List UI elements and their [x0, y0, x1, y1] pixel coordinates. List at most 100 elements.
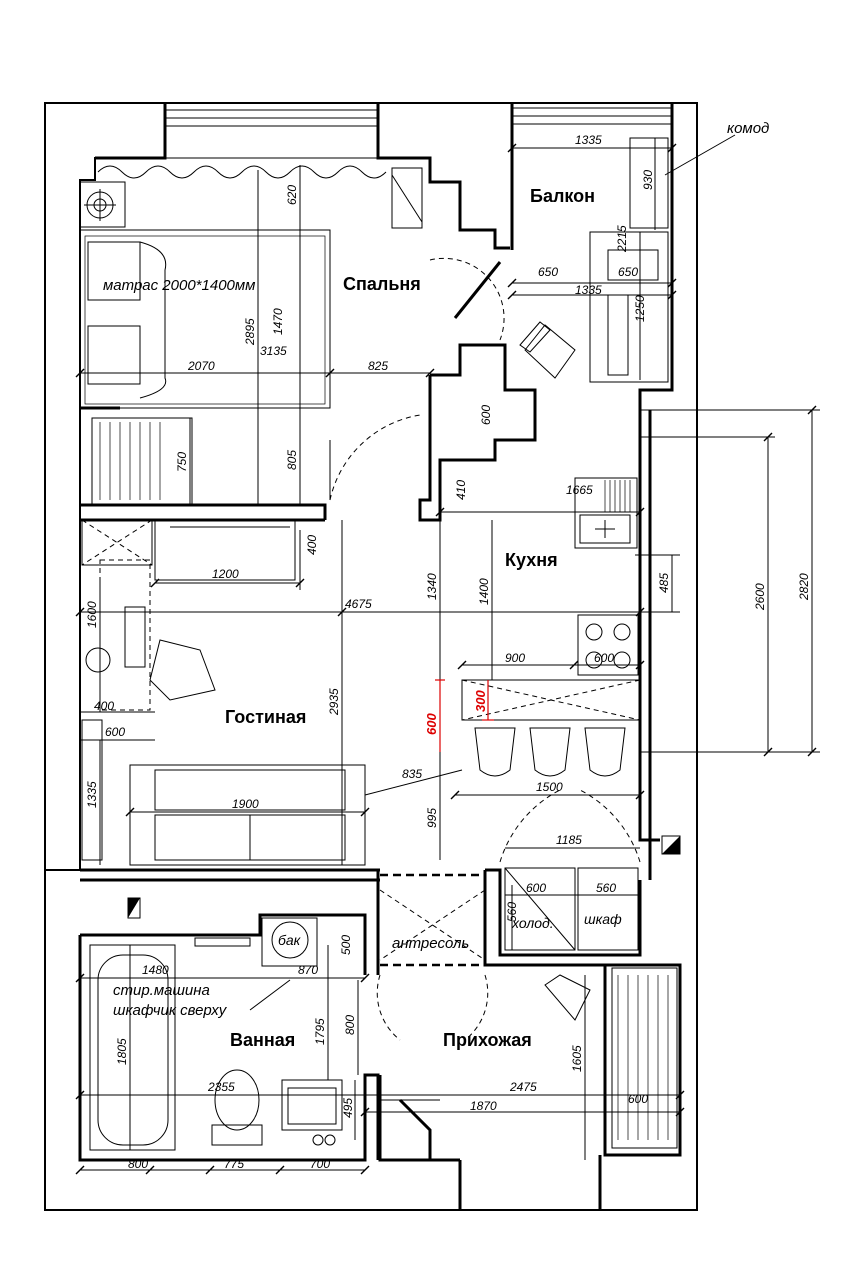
label-cabinet-above: шкафчик сверху: [113, 1002, 228, 1019]
door-swings: [329, 257, 641, 1101]
bedroom-window: [165, 109, 378, 159]
dim-1665: 1665: [566, 483, 593, 497]
bar-counter: [461, 679, 641, 721]
dim-750: 750: [175, 452, 189, 472]
red-dimensions: [435, 679, 494, 752]
dim-1470: 1470: [271, 308, 285, 335]
label-mezzanine: антресоль: [392, 935, 469, 952]
dim-2895: 2895: [243, 318, 257, 346]
kitchen-sink-unit: [574, 477, 638, 549]
dim-2600: 2600: [753, 583, 767, 611]
room-kitchen: Кухня: [505, 550, 558, 570]
walls: [78, 103, 682, 1210]
dim-1500: 1500: [536, 780, 563, 794]
dim-600e: 600: [628, 1092, 648, 1106]
dim-825: 825: [368, 359, 388, 373]
dim-2935: 2935: [327, 688, 341, 716]
dim-500: 500: [339, 935, 353, 955]
dim-495: 495: [341, 1098, 355, 1118]
dim-1795: 1795: [313, 1018, 327, 1045]
toilet: [211, 1069, 263, 1146]
dim-930: 930: [641, 170, 655, 190]
dim-800a: 800: [343, 1015, 357, 1035]
dimension-lines: [80, 138, 820, 1171]
sofa: [129, 764, 366, 866]
room-bathroom: Ванная: [230, 1030, 295, 1050]
bar-stools: [474, 727, 626, 777]
hall-chair: [544, 974, 591, 1021]
label-tank: бак: [278, 932, 302, 948]
dim-400a: 400: [305, 535, 319, 555]
label-dresser: комод: [727, 120, 769, 137]
balcony-window: [512, 107, 672, 125]
mezzanine-outline: [379, 873, 486, 967]
dim-600a: 600: [479, 405, 493, 425]
dim-560a: 560: [596, 881, 616, 895]
bathtub: [89, 944, 176, 1151]
dim-1600: 1600: [85, 601, 99, 628]
dim-2070: 2070: [187, 359, 215, 373]
dim-3135: 3135: [260, 344, 287, 358]
room-hallway: Прихожая: [443, 1030, 532, 1050]
exterior-wall-left: [44, 102, 166, 871]
dim-300-red: 300: [473, 690, 488, 712]
electrical-boxes: [127, 835, 681, 919]
dim-1400: 1400: [477, 578, 491, 605]
tv-unit: [154, 519, 296, 581]
dim-1805: 1805: [115, 1038, 129, 1065]
bedroom-wardrobe: [91, 417, 193, 505]
dim-995: 995: [425, 808, 439, 828]
dimension-ticks: [75, 143, 817, 1175]
dim-600-red: 600: [424, 713, 439, 735]
balcony-dresser: [589, 137, 669, 383]
dim-485: 485: [657, 573, 671, 593]
dresser-leader: [664, 134, 736, 176]
room-balcony: Балкон: [530, 186, 595, 206]
dim-1185: 1185: [556, 833, 582, 847]
fridge: [504, 867, 576, 951]
shoe-rack: [611, 967, 678, 1149]
dim-1900: 1900: [232, 797, 259, 811]
kitchen-stove: [577, 614, 639, 676]
desk: [85, 559, 151, 711]
balcony-chair: [519, 321, 576, 379]
washer-leader: [249, 979, 291, 1011]
dim-410: 410: [454, 480, 468, 500]
label-mattress: матрас 2000*1400мм: [103, 277, 255, 294]
bed: [79, 229, 331, 409]
room-bedroom: Спальня: [343, 274, 421, 294]
dim-2215: 2215: [615, 225, 629, 253]
dim-2355: 2355: [207, 1080, 235, 1094]
living-armchair: [149, 639, 216, 701]
dim-620: 620: [285, 185, 299, 205]
dim-400b: 400: [94, 699, 114, 713]
dim-650a: 650: [538, 265, 558, 279]
dim-1200: 1200: [212, 567, 239, 581]
dim-600d: 600: [526, 881, 546, 895]
dim-1250: 1250: [633, 295, 647, 322]
dim-650b: 650: [618, 265, 638, 279]
dim-1870: 1870: [470, 1099, 497, 1113]
dim-775: 775: [224, 1157, 244, 1171]
washbasin: [281, 1079, 343, 1146]
dim-835: 835: [402, 767, 422, 781]
dim-1480: 1480: [142, 963, 169, 977]
dim-600c: 600: [105, 725, 125, 739]
bath-shelf: [194, 937, 251, 947]
nightstand: [79, 181, 126, 228]
label-washer: стир.машина: [113, 982, 210, 999]
dim-4675: 4675: [345, 597, 372, 611]
dim-560b: 560: [505, 902, 519, 922]
dim-1335c: 1335: [85, 781, 99, 808]
living-closet: [81, 519, 153, 861]
dim-1340: 1340: [425, 573, 439, 600]
dim-1335a: 1335: [575, 133, 602, 147]
room-living: Гостиная: [225, 707, 306, 727]
label-wardrobe: шкаф: [584, 911, 622, 927]
label-fridge: холод.: [511, 915, 554, 931]
dim-805: 805: [285, 450, 299, 470]
dim-2820: 2820: [797, 573, 811, 601]
dim-1335b: 1335: [575, 283, 602, 297]
dim-700: 700: [310, 1157, 330, 1171]
